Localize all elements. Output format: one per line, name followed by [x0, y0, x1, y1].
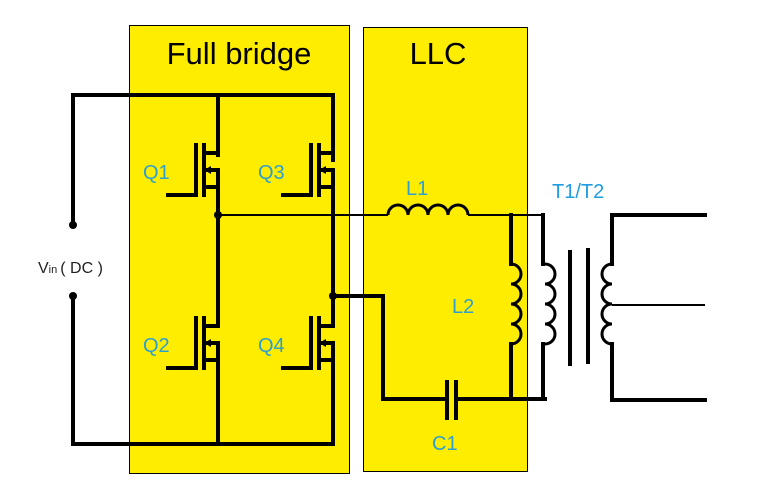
- mosfet-q3: [281, 135, 335, 209]
- mosfet-q4: [281, 308, 335, 382]
- wire-secondary-bottom: [610, 342, 707, 402]
- wire-node-b-to-c1: [331, 294, 448, 401]
- l1-inductor: [386, 203, 470, 216]
- c1-label: C1: [432, 433, 458, 455]
- q3-label: Q3: [258, 162, 285, 184]
- mosfet-arrow-icon: [204, 339, 211, 347]
- transformer-label: T1/T2: [552, 181, 604, 203]
- q1-label: Q1: [143, 162, 170, 184]
- l2-inductor: [510, 262, 523, 346]
- mosfet-q1: [166, 135, 220, 209]
- mosfet-q2: [166, 308, 220, 382]
- mosfet-arrow-icon: [204, 166, 211, 174]
- vin-label: Vin( DC ): [38, 260, 103, 277]
- wire-secondary-top: [610, 213, 707, 266]
- transformer-secondary-coil: [600, 262, 613, 346]
- l2-label: L2: [452, 296, 474, 318]
- full-bridge-title: Full bridge: [167, 36, 312, 71]
- mosfet-arrow-icon: [319, 339, 326, 347]
- l1-label: L1: [406, 178, 428, 200]
- transformer-primary-coil: [544, 262, 557, 346]
- llc-title: LLC: [410, 36, 467, 71]
- vin-positive-terminal: [69, 221, 77, 229]
- vin-negative-terminal: [69, 292, 77, 300]
- full-bridge-block: [129, 25, 350, 474]
- q2-label: Q2: [143, 335, 170, 357]
- mosfet-arrow-icon: [319, 166, 326, 174]
- q4-label: Q4: [258, 335, 285, 357]
